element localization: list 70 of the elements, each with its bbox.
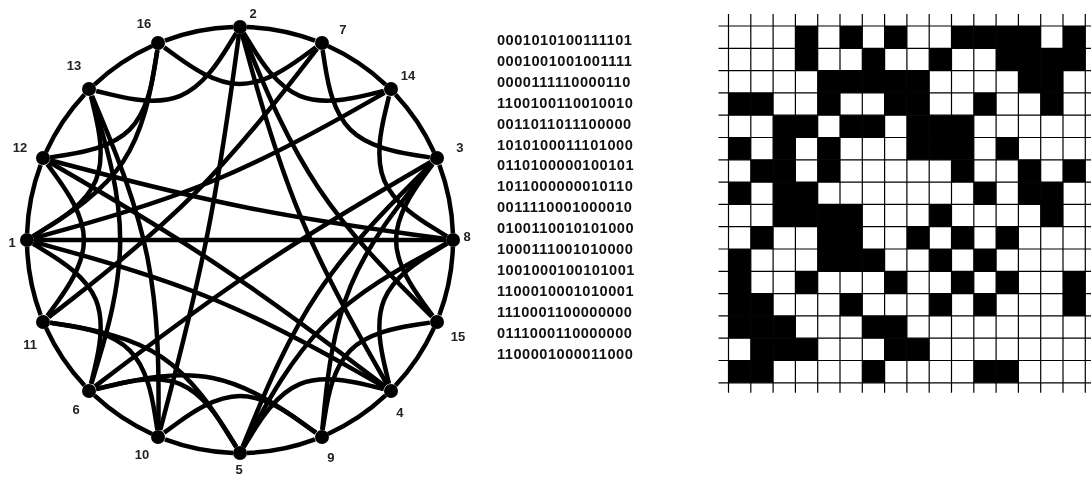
node-label: 16 (136, 16, 152, 32)
graph-edge (92, 393, 154, 436)
graph-edge (320, 49, 431, 160)
node-label: 12 (12, 140, 28, 156)
matrix-row: 0000111110000110 (497, 73, 631, 91)
node-label: 7 (339, 22, 347, 38)
graph-edge (48, 160, 387, 389)
node-label: 15 (450, 329, 466, 345)
node-label: 6 (72, 402, 80, 418)
graph-edge (246, 24, 316, 43)
matrix-row: 1000111001010000 (497, 241, 634, 258)
node-label: 4 (396, 405, 404, 421)
matrix-row: 0011110001000010 (497, 199, 633, 217)
graph-edge (24, 246, 43, 316)
node-label: 5 (235, 462, 243, 477)
graph-edge (44, 92, 87, 154)
graph-edge (49, 158, 447, 242)
node-label: 2 (249, 6, 257, 22)
graph-edge (164, 437, 234, 456)
graph-edge (31, 241, 103, 385)
graph-edge (95, 31, 239, 103)
graph-edge (162, 45, 318, 87)
graph-edge (89, 95, 123, 385)
node-label: 13 (66, 58, 82, 74)
graph-edge (393, 162, 435, 318)
graph-edge (377, 95, 449, 239)
matrix-row: 1100001000011000 (497, 345, 634, 363)
graph-edge (326, 393, 388, 436)
matrix-row: 0111000110000000 (497, 324, 633, 342)
node-label: 9 (327, 450, 335, 466)
matrix-row: 0001001001001111 (497, 52, 633, 70)
matrix-row: 1100010001010001 (497, 282, 635, 300)
graph-edge (93, 160, 432, 389)
node-label: 10 (134, 447, 150, 463)
matrix-row: 0001010100111101 (497, 32, 633, 49)
matrix-row: 0110100000100101 (497, 157, 635, 175)
matrix-row: 0100110010101000 (497, 220, 635, 238)
graph-edge (164, 24, 234, 43)
graph-edge (45, 162, 87, 318)
graph-edge (95, 373, 318, 435)
matrix-row: 1010100011101000 (497, 136, 634, 154)
graph-edge (393, 326, 436, 388)
graph-edge (241, 241, 448, 448)
graph-edge (162, 393, 318, 435)
node-label: 1 (8, 235, 16, 251)
node-label: 14 (400, 68, 416, 84)
graph-edge (158, 33, 242, 431)
graph-edge (326, 44, 388, 87)
matrix-row: 1011000000010110 (497, 178, 634, 196)
graph-edge (393, 92, 436, 154)
graph-edge (33, 90, 386, 241)
graph-edge (24, 164, 43, 234)
graph-edge (437, 164, 456, 234)
graph-edge (44, 326, 87, 388)
graph-edge (34, 237, 446, 243)
graph-edge (90, 95, 161, 430)
matrix-row: 0011011011100000 (497, 115, 632, 133)
graph-edge (47, 47, 319, 319)
node-label: 11 (23, 337, 37, 353)
node-label: 3 (456, 140, 464, 156)
graph-edge (92, 44, 154, 87)
graph-edge (240, 32, 434, 319)
node-label: 8 (463, 229, 471, 245)
matrix-row: 1001000100101001 (497, 261, 635, 279)
matrix-row: 1100100110010010 (497, 94, 634, 112)
graph-edge (49, 49, 160, 160)
graph-edge (320, 320, 431, 431)
graph-edge (246, 437, 316, 456)
matrix-row: 1110001100000000 (497, 303, 633, 321)
graph-edge (437, 246, 456, 316)
